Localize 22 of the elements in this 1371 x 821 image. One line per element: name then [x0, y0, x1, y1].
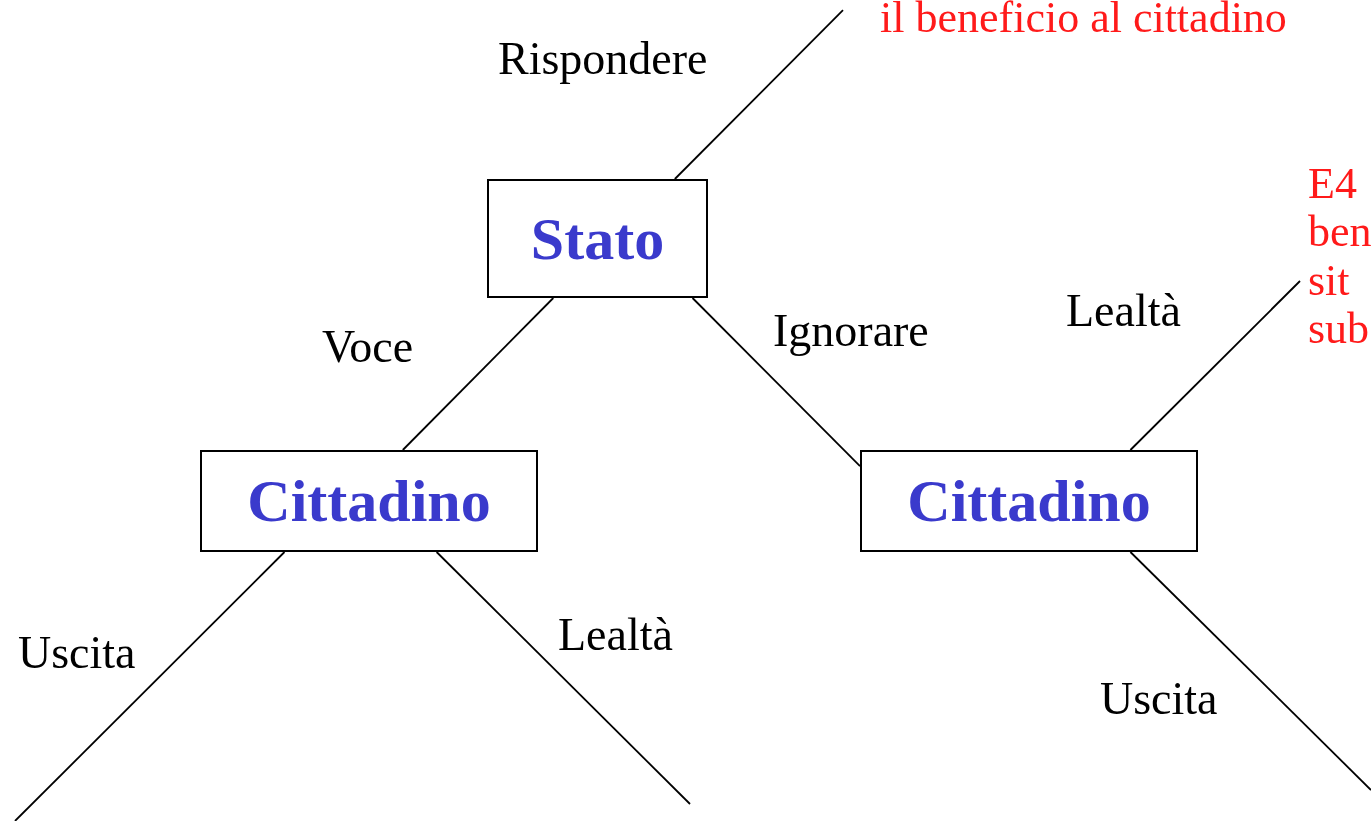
branch-line — [1129, 280, 1301, 451]
edge-label: Uscita — [1100, 676, 1218, 722]
player-name: Cittadino — [247, 471, 491, 531]
branch-line — [14, 551, 286, 821]
player-name: Stato — [530, 208, 665, 269]
edge-label: Lealtà — [558, 612, 673, 658]
branch-line — [401, 297, 555, 451]
edge-label: Uscita — [18, 630, 136, 676]
edge-label: Voce — [322, 324, 414, 370]
branch-line — [1129, 551, 1371, 791]
branch-line — [691, 297, 861, 467]
payoff-note: E4 ben sit sub — [1308, 159, 1371, 354]
edge-label: Ignorare — [773, 308, 929, 354]
branch-line — [435, 551, 691, 805]
player-box — [200, 450, 538, 552]
branch-line — [673, 9, 844, 180]
player-name: Cittadino — [907, 471, 1151, 531]
player-box — [487, 179, 708, 298]
edge-label: Rispondere — [498, 36, 708, 82]
player-box — [860, 450, 1198, 552]
payoff-note: il beneficio al cittadino — [880, 0, 1287, 42]
edge-label: Lealtà — [1066, 288, 1181, 334]
